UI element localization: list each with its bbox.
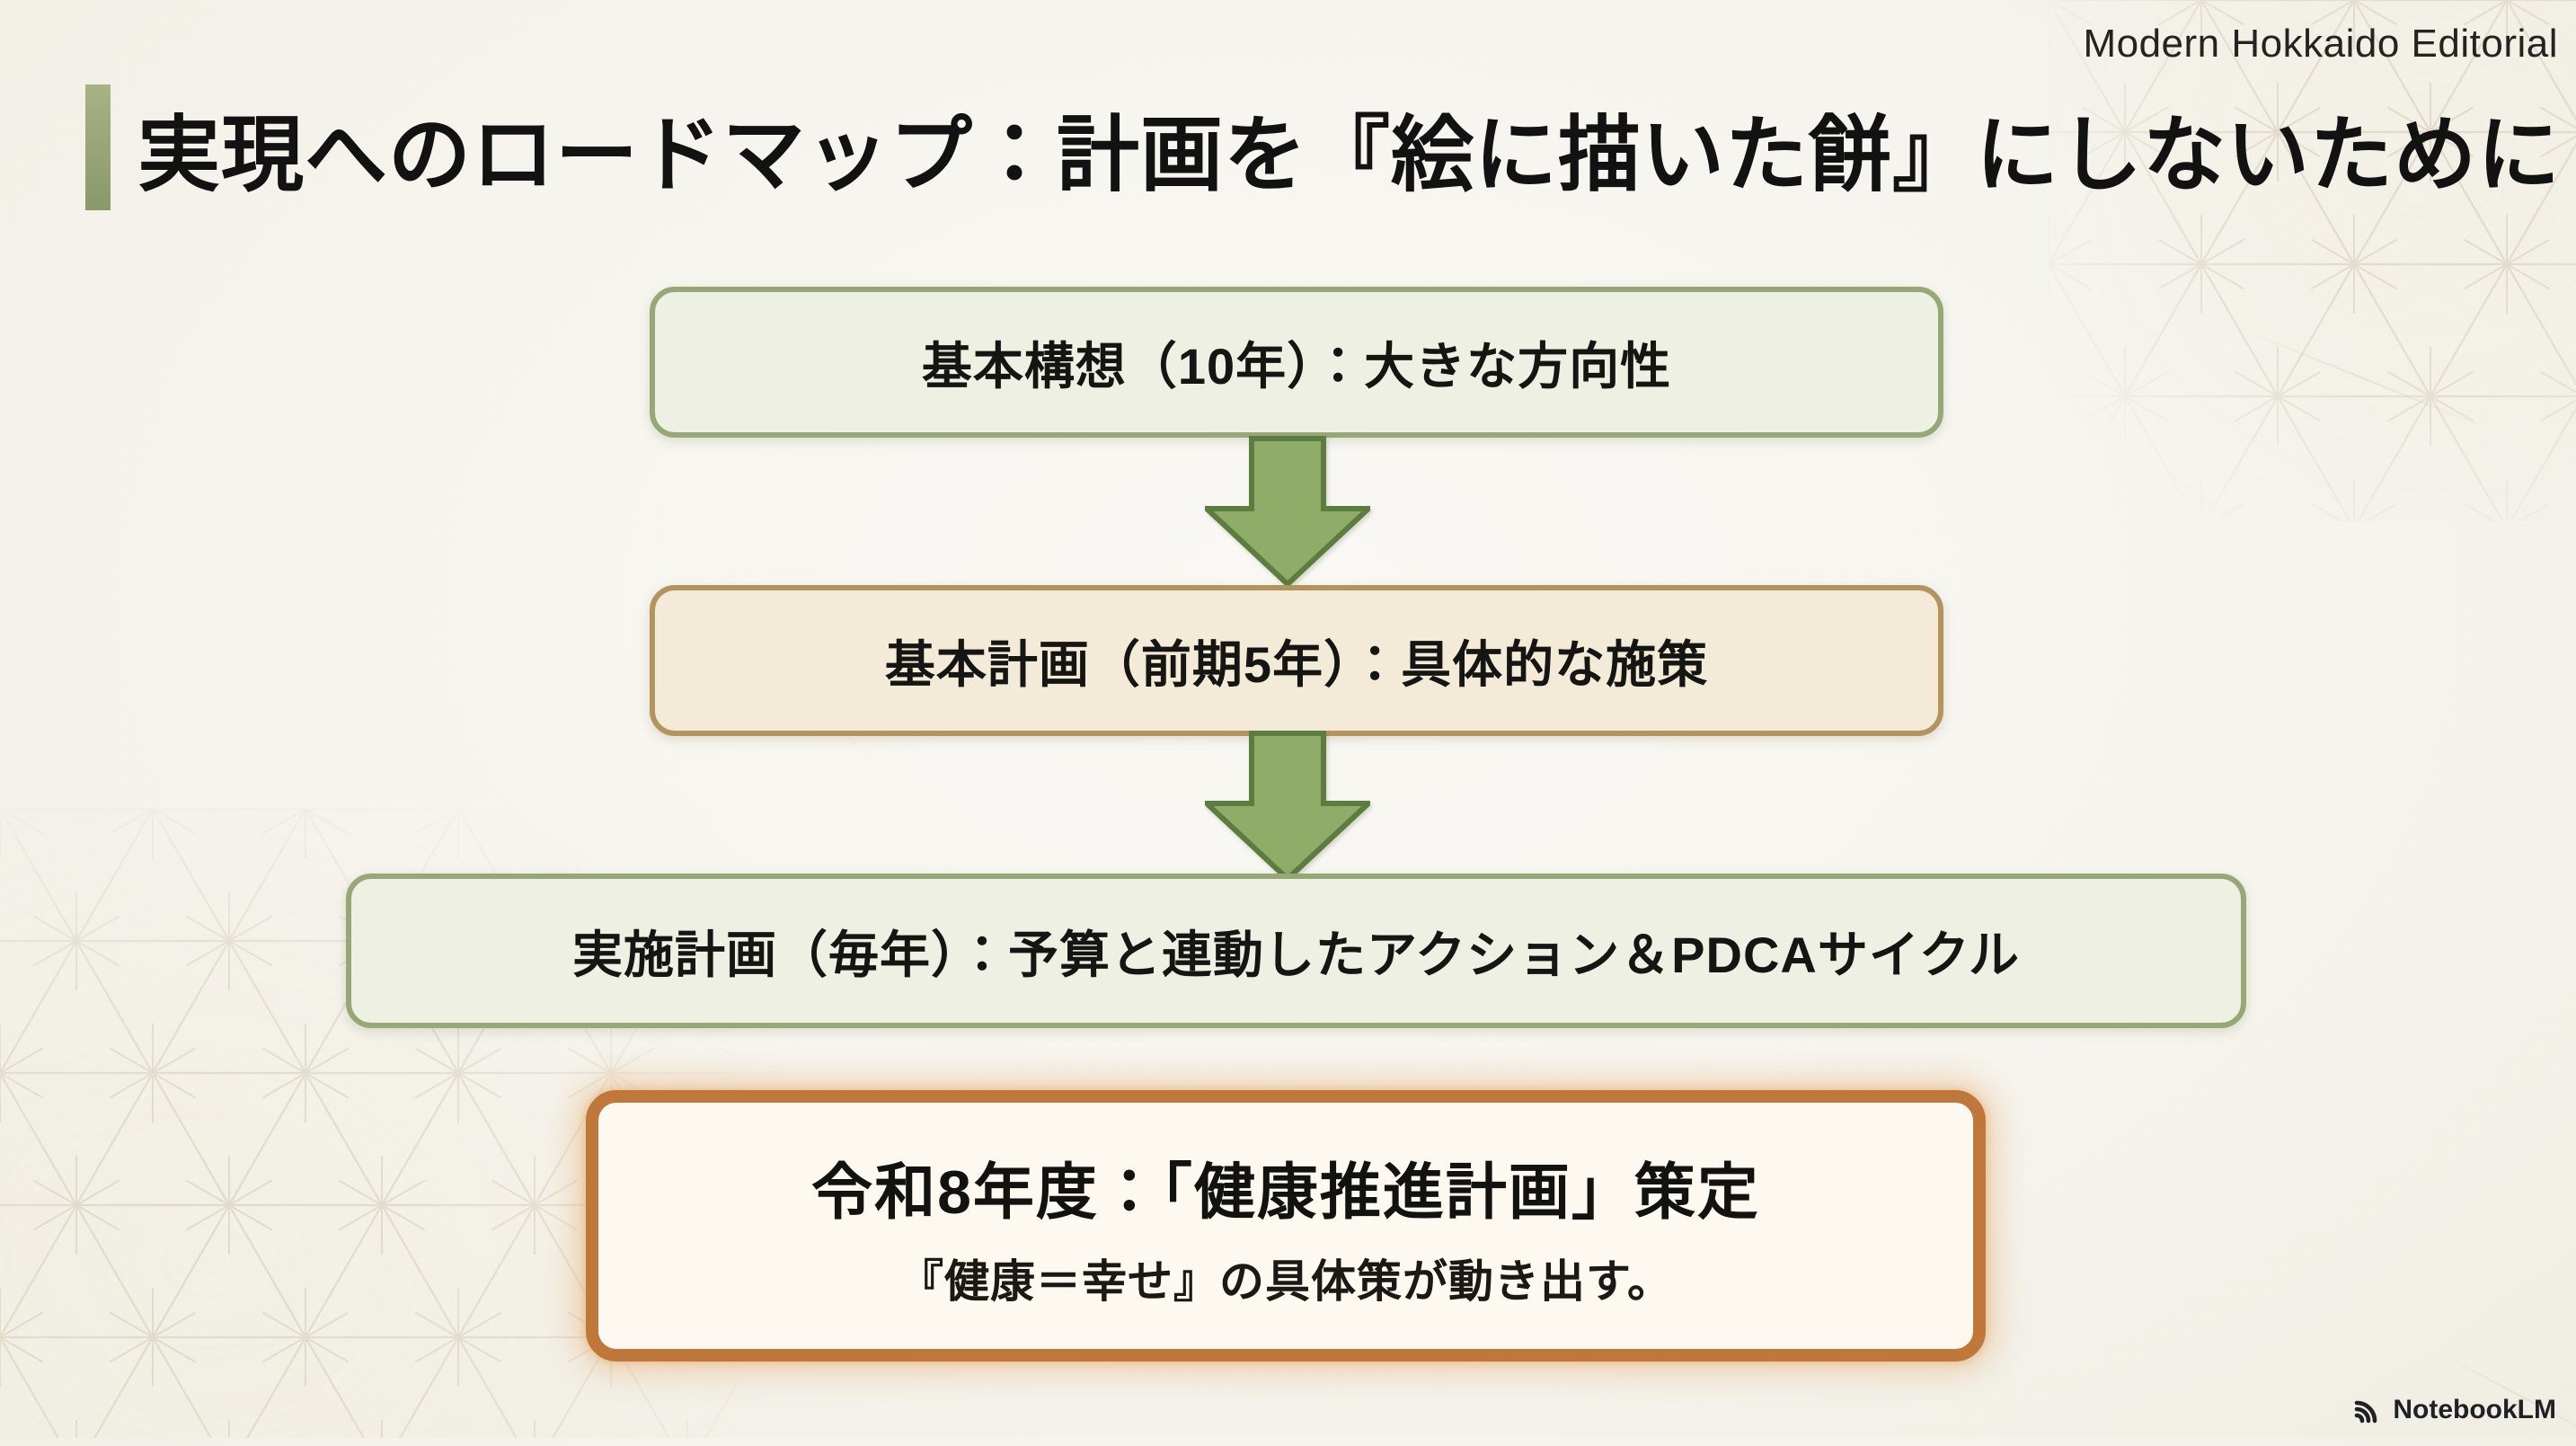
highlight-subtitle: 『健康＝幸せ』の具体策が動き出す。 [899, 1255, 1673, 1307]
notebooklm-label: NotebookLM [2393, 1395, 2556, 1424]
flow-step-label: 基本計画（前期5年）：具体的な施策 [884, 635, 1709, 693]
flow-step-basic-concept: 基本構想（10年）：大きな方向性 [650, 287, 1943, 438]
flow-step-implementation-plan: 実施計画（毎年）：予算と連動したアクション＆PDCAサイクル [346, 874, 2246, 1028]
asanoha-pattern-top-right [2049, 0, 2576, 521]
title-accent-bar [85, 84, 111, 210]
paper-crease [2237, 326, 2489, 430]
notebooklm-watermark: NotebookLM [2350, 1395, 2556, 1425]
highlight-heading: 令和8年度：「健康推進計画」策定 [811, 1158, 1760, 1227]
flow-step-basic-plan: 基本計画（前期5年）：具体的な施策 [650, 585, 1943, 736]
brand-text: Modern Hokkaido Editorial [2083, 22, 2558, 66]
notebooklm-icon [2355, 1400, 2377, 1424]
flow-step-label: 実施計画（毎年）：予算と連動したアクション＆PDCAサイクル [571, 926, 2021, 983]
highlight-box: 令和8年度：「健康推進計画」策定 『健康＝幸せ』の具体策が動き出す。 [586, 1090, 1986, 1362]
down-arrow-icon [1205, 731, 1370, 883]
title-bar: 実現へのロードマップ：計画を『絵に描いた餅』にしないために [85, 84, 2561, 210]
flow-step-label: 基本構想（10年）：大きな方向性 [921, 337, 1672, 395]
down-arrow-icon [1205, 436, 1370, 589]
page-title: 実現へのロードマップ：計画を『絵に描いた餅』にしないために [137, 109, 2562, 201]
